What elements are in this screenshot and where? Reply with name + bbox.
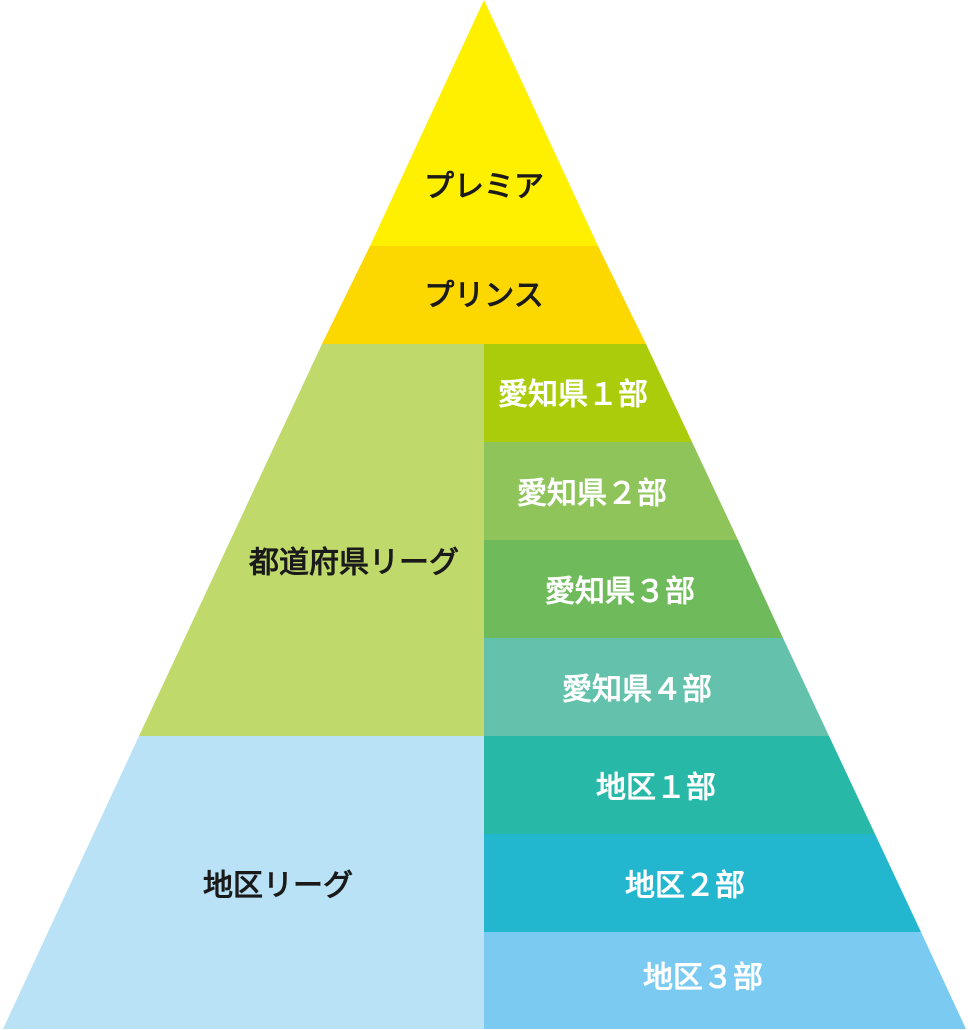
label-premier: プレミア — [424, 170, 544, 205]
tier-premier — [370, 0, 598, 246]
label-aichi-3: 愛知県３部 — [545, 575, 695, 610]
tier-district-league — [3, 736, 484, 1029]
tier-district-1 — [484, 736, 875, 834]
tier-aichi-2 — [484, 442, 738, 540]
tier-district-3 — [484, 932, 966, 1029]
tier-aichi-4 — [484, 638, 829, 736]
label-prince: プリンス — [424, 279, 543, 314]
label-district-3: 地区３部 — [643, 961, 763, 996]
tier-prefectural-league — [139, 344, 484, 736]
tier-district-2 — [484, 834, 921, 932]
label-prefectural-league: 都道府県リーグ — [248, 546, 459, 581]
label-aichi-2: 愛知県２部 — [517, 477, 667, 512]
tier-prince — [322, 246, 646, 344]
label-district-1: 地区１部 — [596, 771, 716, 806]
label-district-2: 地区２部 — [625, 869, 745, 904]
tier-aichi-1 — [484, 344, 692, 442]
label-aichi-1: 愛知県１部 — [498, 378, 648, 413]
label-aichi-4: 愛知県４部 — [562, 673, 712, 708]
tier-aichi-3 — [484, 540, 783, 638]
label-district-league: 地区リーグ — [203, 869, 353, 904]
